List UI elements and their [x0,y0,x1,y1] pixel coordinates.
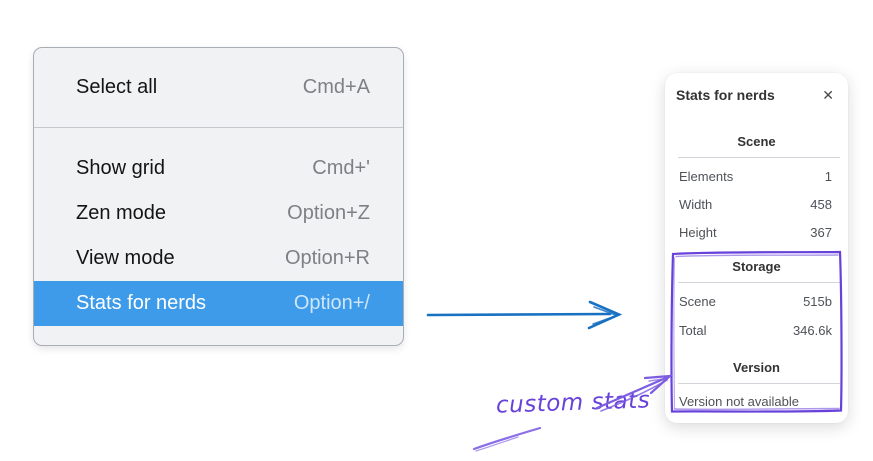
annotation-custom-stats-label: custom stats [495,387,651,419]
close-icon[interactable]: ✕ [822,87,834,103]
stat-row-total-storage: Total 346.6k [665,316,848,345]
version-section-header: Version [733,360,780,375]
stats-panel: Stats for nerds ✕ Scene Elements 1 Width… [665,73,848,423]
menu-item-label: Show grid [76,157,165,179]
menu-item-zen-mode[interactable]: Zen mode Option+Z [34,191,403,236]
stat-label: Scene [679,294,716,309]
version-note: Version not available [679,393,799,409]
menu-item-select-all[interactable]: Select all Cmd+A [34,48,403,128]
stat-value: 367 [810,224,832,240]
stat-row-elements: Elements 1 [665,162,848,190]
stat-row-height: Height 367 [665,218,848,246]
stat-value: 458 [810,196,832,212]
scene-section-header: Scene [737,134,776,149]
menu-item-shortcut: Option+R [284,247,370,269]
menu-item-label: View mode [76,247,175,269]
flow-arrow [426,300,623,330]
menu-item-label: Select all [76,76,158,98]
annotation-underline-stroke [472,426,542,452]
menu-item-stats-for-nerds[interactable]: Stats for nerds Option+/ [34,281,403,326]
menu-item-shortcut: Cmd+A [302,76,370,98]
stat-value: 1 [824,168,832,184]
stat-label: Elements [679,168,734,184]
section-divider [678,383,840,384]
menu-item-shortcut: Option+Z [287,202,370,224]
stats-panel-header: Stats for nerds ✕ [665,73,848,105]
context-menu: Select all Cmd+A Show grid Cmd+' Zen mod… [33,47,404,346]
stat-value: 515b [803,294,832,309]
stat-row-width: Width 458 [665,190,848,218]
menu-item-show-grid[interactable]: Show grid Cmd+' [34,146,403,191]
stat-value: 346.6k [792,323,832,338]
menu-item-label: Stats for nerds [76,292,207,314]
menu-item-label: Zen mode [76,202,167,224]
stat-label: Height [679,224,717,240]
storage-section-header: Storage [732,259,781,274]
stats-panel-title: Stats for nerds [676,87,775,103]
menu-item-shortcut: Option+/ [293,292,370,314]
menu-item-view-mode[interactable]: View mode Option+R [34,236,403,281]
stat-label: Width [679,196,713,212]
section-divider [678,157,840,158]
stat-row-scene-storage: Scene 515b [665,287,848,316]
menu-section: Show grid Cmd+' Zen mode Option+Z View m… [34,128,403,326]
stat-label: Total [679,323,707,338]
menu-item-shortcut: Cmd+' [312,157,370,179]
section-divider [678,282,840,283]
